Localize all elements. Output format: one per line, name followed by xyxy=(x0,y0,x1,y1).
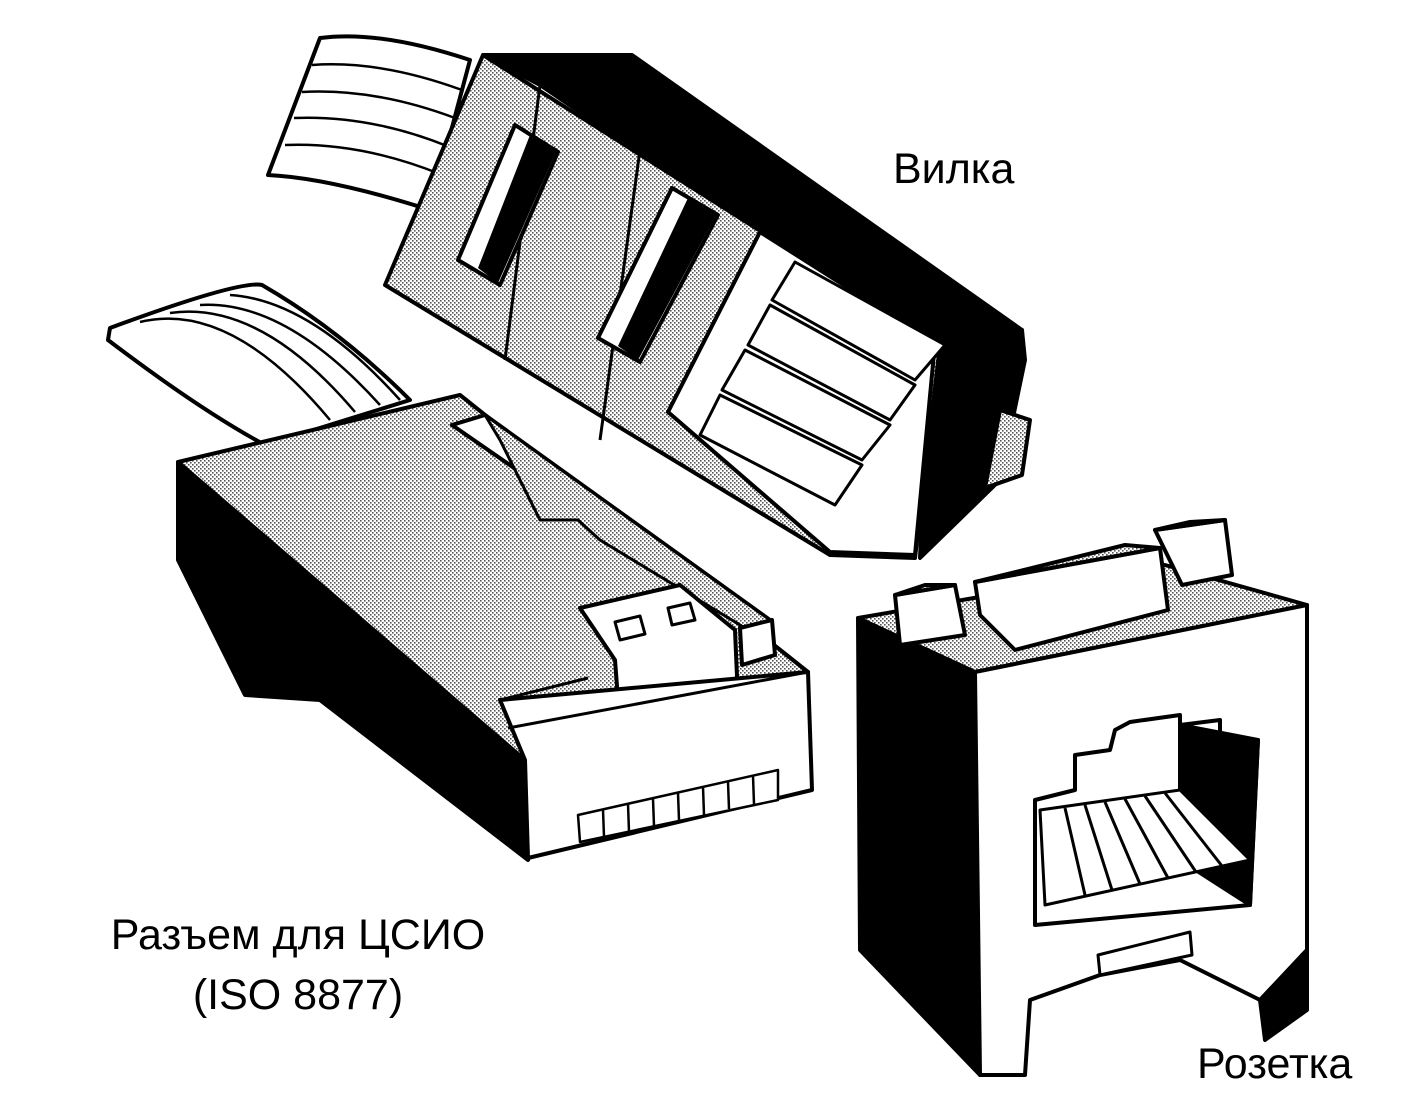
connector-label-line1: Разъем для ЦСИО xyxy=(110,911,486,959)
socket-bottom-tab xyxy=(1096,930,1194,977)
plug-lower-contacts xyxy=(576,768,780,844)
socket-top-bumps xyxy=(893,518,1234,652)
plug-upper xyxy=(266,34,1032,560)
plug-upper-latch xyxy=(983,408,1032,490)
socket-side-face xyxy=(856,616,982,1077)
socket-contacts xyxy=(1038,788,1252,907)
connector-label-line2: (ISO 8877) xyxy=(192,971,404,1020)
socket-label: Розетка xyxy=(1197,1040,1353,1088)
plug-upper-contacts xyxy=(698,260,947,507)
plug-upper-window-1 xyxy=(456,123,560,287)
plug-lower-ribbon-cable xyxy=(106,282,412,447)
plug-label: Вилка xyxy=(893,145,1015,193)
socket xyxy=(856,518,1309,1077)
plug-upper-window-2 xyxy=(596,186,720,364)
connector-label: Разъем для ЦСИО (ISO 8877) xyxy=(78,905,518,1025)
plug-lower xyxy=(106,282,814,862)
